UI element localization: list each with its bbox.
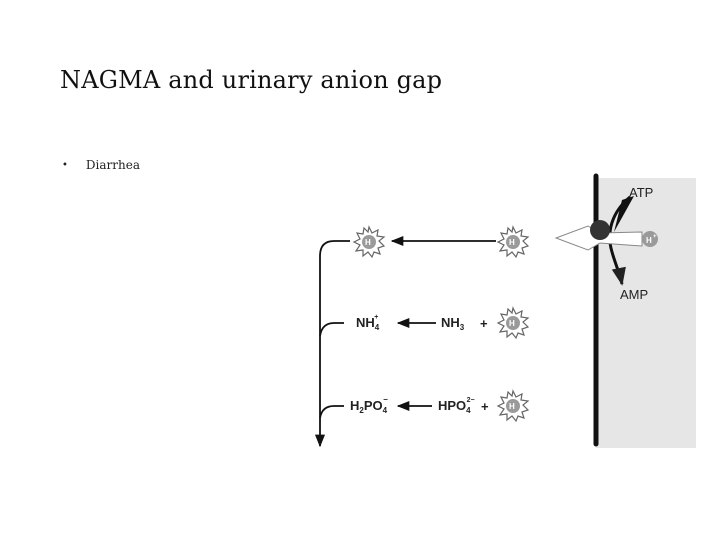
atp-label: ATP <box>629 185 653 200</box>
cell-proton-icon <box>642 231 658 247</box>
plus-sign: + <box>481 399 489 414</box>
phosphate-excretion-branch <box>319 405 344 419</box>
cell-proton-label: H <box>646 236 652 245</box>
bullet-item: • Diarrhea <box>62 158 140 172</box>
lumen-proton-1: H <box>352 225 386 259</box>
ammonium-excretion-branch <box>319 322 344 337</box>
proton-core-icon <box>506 316 520 330</box>
hydrogen-phosphate-label: HPO42− <box>438 397 475 415</box>
cell-proton-charge: + <box>653 234 657 240</box>
dihydrogen-phosphate-label: H2PO4− <box>350 395 388 415</box>
bullet-dot-icon: • <box>62 159 68 171</box>
atp-hydrolysis-arrow <box>608 195 631 286</box>
atp-arrow-wedge <box>614 196 634 232</box>
amp-label: AMP <box>620 287 648 302</box>
lumen-proton-3: H <box>496 306 530 340</box>
lumen-proton-2: H <box>496 225 530 259</box>
ammonium-label: NH4+ <box>356 314 380 332</box>
proton-core-icon <box>506 235 520 249</box>
proton-label: H <box>509 319 515 328</box>
ammonia-label: NH3 <box>441 315 465 332</box>
excretion-path <box>314 240 350 448</box>
proton-core-icon <box>506 399 520 413</box>
proton-label: H <box>365 238 371 247</box>
cell-region <box>596 178 696 448</box>
lumen-proton-4: H <box>496 389 530 423</box>
plus-sign: + <box>480 316 488 331</box>
proton-core-icon <box>362 235 376 249</box>
bullet-list: • Diarrhea <box>62 158 140 172</box>
slide-title: NAGMA and urinary anion gap <box>60 66 443 94</box>
bullet-text: Diarrhea <box>85 158 140 172</box>
atpase-pump-icon <box>590 220 610 240</box>
proton-label: H <box>509 238 515 247</box>
proton-label: H <box>509 402 515 411</box>
